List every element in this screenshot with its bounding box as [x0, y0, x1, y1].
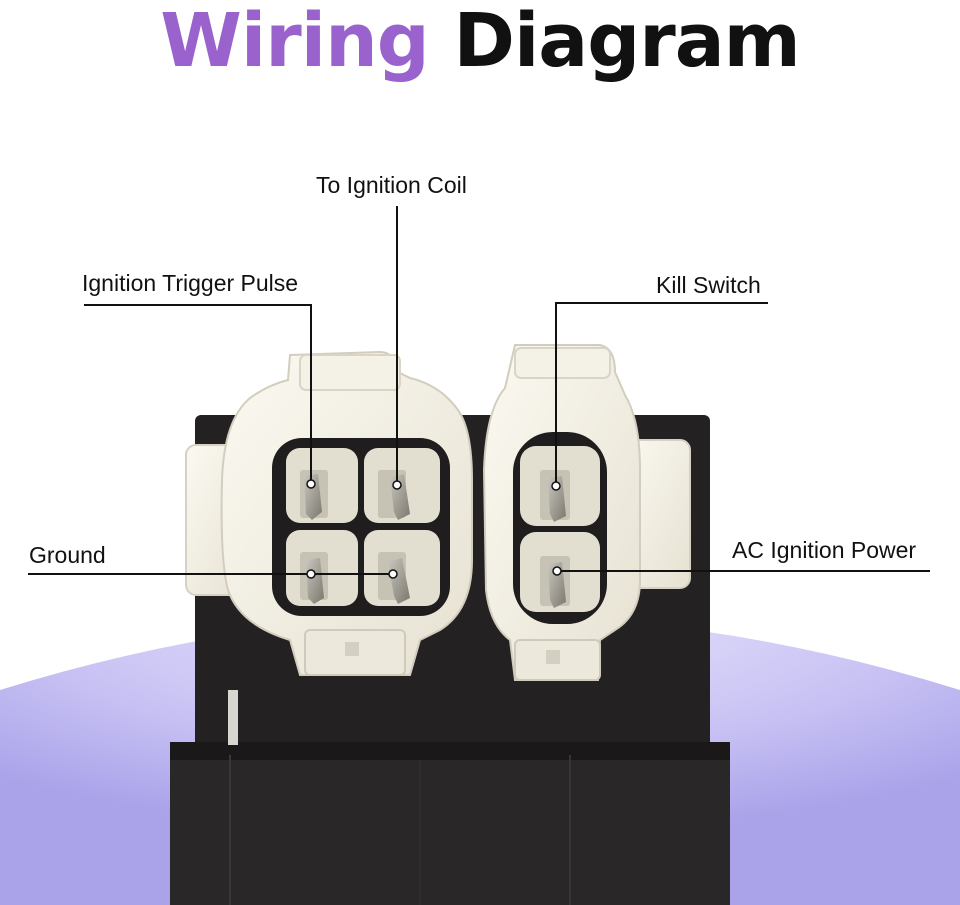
marker-ignition-coil: [392, 480, 402, 490]
marker-trigger-pulse: [306, 479, 316, 489]
leader-trigger-pulse: [84, 304, 312, 483]
label-ground: Ground: [29, 542, 106, 568]
module-ledge: [170, 742, 730, 760]
marker-ground-2: [388, 569, 398, 579]
label-kill-switch: Kill Switch: [656, 272, 761, 298]
pin-markers: [306, 479, 562, 579]
label-ac-power: AC Ignition Power: [732, 537, 917, 563]
module-lower-body: [170, 742, 730, 905]
title-word-wiring: Wiring: [160, 0, 430, 84]
connector-4pin: [185, 350, 473, 676]
leader-lines: [28, 206, 930, 575]
connector-2pin: [482, 344, 691, 681]
title-word-diagram: Diagram: [453, 0, 801, 84]
pin-ac-power: [548, 562, 566, 608]
marker-kill-switch: [551, 481, 561, 491]
marker-ground-1: [306, 569, 316, 579]
label-trigger-pulse: Ignition Trigger Pulse: [82, 270, 299, 296]
page-title: Wiring Diagram: [0, 0, 960, 90]
leader-kill-switch: [555, 302, 768, 485]
marker-ac-power: [552, 566, 562, 576]
label-ignition-coil: To Ignition Coil: [316, 172, 467, 198]
module-tab: [228, 690, 238, 745]
